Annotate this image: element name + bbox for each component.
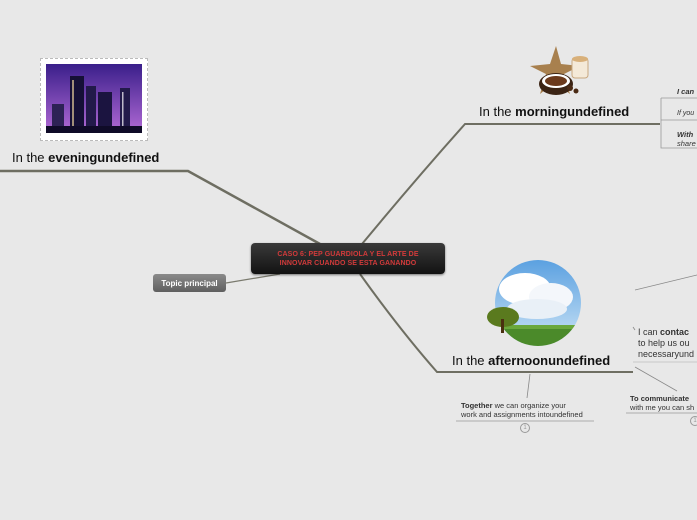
communicate-count-badge[interactable]: 1	[690, 416, 697, 426]
evening-prefix: In the	[12, 150, 49, 165]
central-topic[interactable]: CASO 6: PEP GUARDIOLA Y EL ARTE DE INNOV…	[251, 243, 445, 274]
central-topic-text: CASO 6: PEP GUARDIOLA Y EL ARTE DE INNOV…	[277, 250, 419, 267]
evening-bold: eveningundefined	[48, 150, 160, 165]
morning-sub-2[interactable]: If you	[677, 110, 695, 117]
evening-label[interactable]: In the eveningundefined	[12, 150, 159, 165]
morning-prefix: In the	[479, 104, 516, 119]
morning-label[interactable]: In the morningundefined	[479, 104, 629, 119]
afternoon-prefix: In the	[452, 353, 489, 368]
morning-sub-1[interactable]: I can	[677, 87, 695, 96]
topic-principal[interactable]: Topic principal	[153, 274, 226, 292]
afternoon-bold: afternoonundefined	[488, 353, 611, 368]
afternoon-label[interactable]: In the afternoonundefined	[452, 353, 610, 368]
coffee-star-icon	[530, 46, 589, 95]
city-night-image	[40, 58, 148, 141]
together-count-badge[interactable]: 1	[520, 423, 530, 433]
morning-bold: morningundefined	[515, 104, 630, 119]
tree-sky-image	[487, 260, 581, 346]
